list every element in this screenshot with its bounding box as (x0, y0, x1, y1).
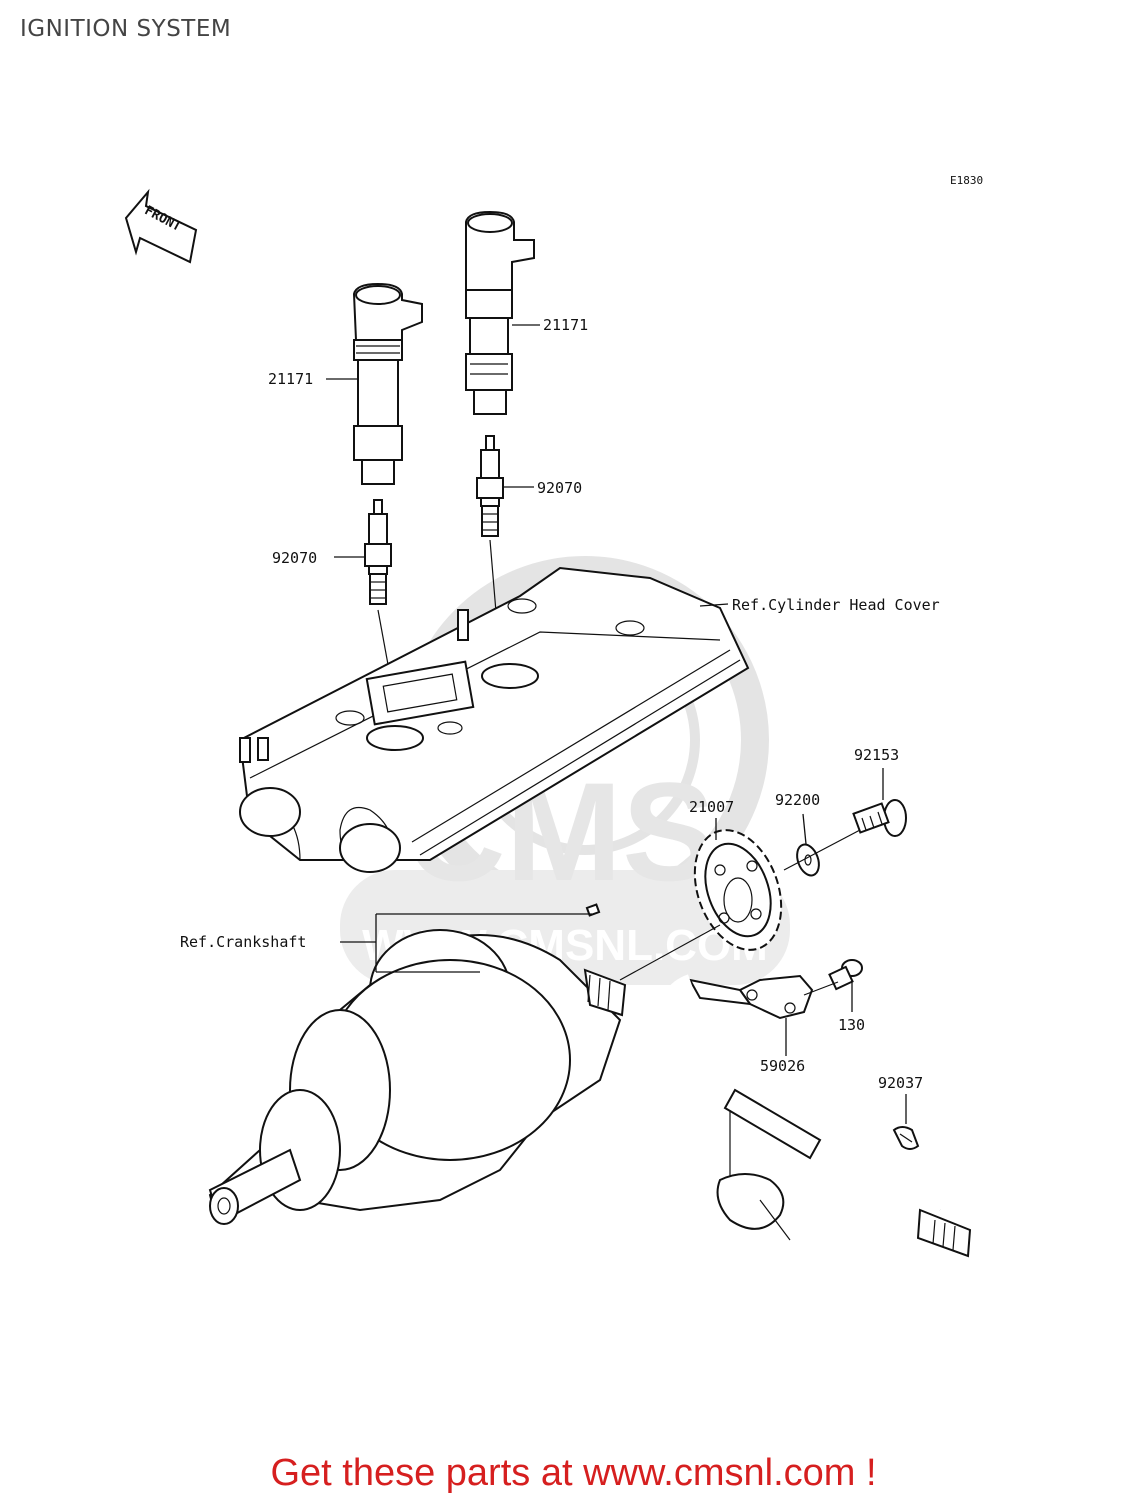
footer-parts-link[interactable]: Get these parts at www.cmsnl.com ! (270, 1452, 877, 1494)
crankshaft (208, 903, 627, 1225)
label-bolt: 92153 (854, 746, 899, 764)
parts-diagram: CMS WWW.CMSNL.COM E1830 FRONT 21171 2117… (124, 174, 983, 1258)
front-arrow-icon: FRONT (124, 188, 198, 264)
diagram-code: E1830 (950, 174, 983, 187)
label-crankshaft: Ref.Crankshaft (180, 933, 306, 951)
label-washer: 92200 (775, 791, 820, 809)
screw (828, 959, 863, 991)
label-spark-plug-right: 92070 (537, 479, 582, 497)
label-ignition-coil-right: 21171 (543, 316, 588, 334)
page-title: IGNITION SYSTEM (20, 16, 232, 42)
spark-plug-left (364, 499, 392, 605)
label-clamp: 92037 (878, 1074, 923, 1092)
label-timing-rotor: 21007 (689, 798, 734, 816)
timing-rotor (693, 829, 783, 951)
washer (796, 843, 820, 877)
crankshaft-sensor (688, 974, 814, 1020)
wire-harness (661, 974, 972, 1258)
ignition-coil-left (352, 282, 423, 485)
cylinder-head-cover (238, 566, 750, 873)
clamp (892, 1126, 920, 1150)
label-crankshaft-sensor: 59026 (760, 1057, 805, 1075)
ignition-coil-right (465, 210, 535, 415)
label-cylinder-head-cover: Ref.Cylinder Head Cover (732, 596, 940, 614)
label-screw: 130 (838, 1016, 865, 1034)
label-ignition-coil-left: 21171 (268, 370, 313, 388)
label-spark-plug-left: 92070 (272, 549, 317, 567)
bolt (852, 799, 907, 837)
spark-plug-right (476, 435, 504, 537)
